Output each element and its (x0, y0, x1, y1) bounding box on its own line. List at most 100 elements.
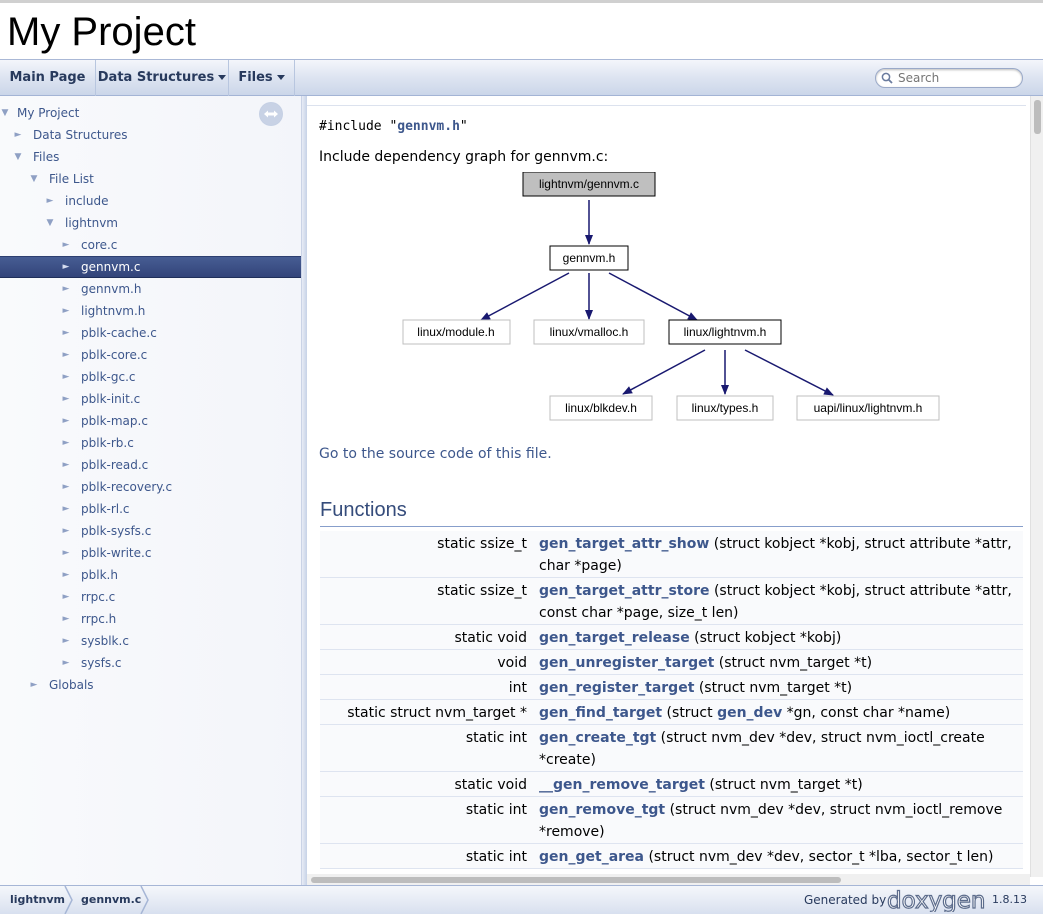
tree-item-label: pblk-init.c (81, 392, 141, 406)
tree-item-globals[interactable]: ►Globals (0, 674, 301, 696)
collapsed-arrow-icon[interactable]: ► (62, 306, 70, 316)
tree-item-sysblk-c[interactable]: ►sysblk.c (0, 630, 301, 652)
tree-item-pblk-rl-c[interactable]: ►pblk-rl.c (0, 498, 301, 520)
collapsed-arrow-icon[interactable]: ► (62, 284, 70, 294)
collapsed-arrow-icon[interactable]: ► (62, 240, 70, 250)
collapsed-arrow-icon[interactable]: ► (62, 504, 70, 514)
include-file-link[interactable]: gennvm.h (397, 119, 460, 134)
graph-node-label: gennvm.h (563, 251, 616, 265)
tree-item-file-list[interactable]: ▼File List (0, 168, 301, 190)
search-icon[interactable] (881, 72, 893, 84)
collapsed-arrow-icon[interactable]: ► (62, 328, 70, 338)
function-name-link[interactable]: gen_remove_tgt (539, 802, 666, 818)
caret-down-icon (276, 75, 285, 80)
tree-item-pblk-init-c[interactable]: ► pblk-init.c (0, 388, 301, 410)
collapsed-arrow-icon[interactable]: ► (62, 438, 70, 448)
function-name-link[interactable]: gen_target_release (539, 630, 690, 646)
collapsed-arrow-icon[interactable]: ► (62, 482, 70, 492)
tree-item-my-project[interactable]: ▼My Project (0, 102, 301, 124)
tree-item-pblk-cache-c[interactable]: ►pblk-cache.c (0, 322, 301, 344)
tree-item-pblk-write-c[interactable]: ►pblk-write.c (0, 542, 301, 564)
function-signature: __gen_remove_target (struct nvm_target *… (539, 774, 1019, 796)
collapsed-arrow-icon[interactable]: ► (62, 394, 70, 404)
tree-item-rrpc-c[interactable]: ►rrpc.c (0, 586, 301, 608)
tree-item-gennvm-h[interactable]: ►gennvm.h (0, 278, 301, 300)
collapsed-arrow-icon[interactable]: ► (62, 416, 70, 426)
function-return-type: void (497, 655, 527, 671)
tree-item-pblk-read-c[interactable]: ►pblk-read.c (0, 454, 301, 476)
function-args: (struct nvm_target *t) (704, 777, 863, 793)
collapsed-arrow-icon[interactable]: ► (62, 526, 70, 536)
graph-node-linux-lightnvm-h[interactable]: linux/lightnvm.h (668, 319, 782, 345)
tree-item-lightnvm[interactable]: ▼lightnvm (0, 212, 301, 234)
horizontal-scroll-thumb[interactable] (311, 877, 841, 883)
collapsed-arrow-icon[interactable]: ► (62, 372, 70, 382)
tree-item-rrpc-h[interactable]: ►rrpc.h (0, 608, 301, 630)
graph-node-gennvm-h[interactable]: gennvm.h (549, 245, 629, 271)
graph-node-label: linux/blkdev.h (565, 401, 637, 415)
vertical-scrollbar[interactable] (1030, 96, 1043, 877)
function-name-link[interactable]: gen_unregister_target (539, 655, 715, 671)
tree-item-pblk-h[interactable]: ►pblk.h (0, 564, 301, 586)
breadcrumb-lightnvm[interactable]: lightnvm (10, 893, 65, 906)
collapsed-arrow-icon[interactable]: ► (62, 636, 70, 646)
tree-item-sysfs-c[interactable]: ►sysfs.c (0, 652, 301, 674)
collapsed-arrow-icon[interactable]: ► (30, 680, 38, 690)
doxygen-logo[interactable]: doxygen (885, 888, 989, 912)
generated-by-text: Generated by (804, 893, 887, 907)
function-name-link[interactable]: gen_register_target (539, 680, 695, 696)
tree-item-pblk-core-c[interactable]: ►pblk-core.c (0, 344, 301, 366)
collapsed-arrow-icon[interactable]: ► (62, 658, 70, 668)
sync-icon[interactable] (259, 102, 283, 126)
collapsed-arrow-icon[interactable]: ► (14, 130, 22, 140)
expanded-arrow-icon[interactable]: ▼ (14, 152, 22, 162)
tree-item-pblk-rb-c[interactable]: ►pblk-rb.c (0, 432, 301, 454)
vertical-scroll-thumb[interactable] (1034, 100, 1041, 134)
collapsed-arrow-icon[interactable]: ► (62, 262, 70, 272)
collapsed-arrow-icon[interactable]: ► (62, 460, 70, 470)
collapsed-arrow-icon[interactable]: ► (62, 614, 70, 624)
horizontal-scrollbar[interactable] (307, 874, 1030, 885)
tree-item-label: core.c (81, 238, 118, 252)
tab-files[interactable]: Files (229, 60, 295, 96)
function-name-link[interactable]: gen_target_attr_show (539, 536, 710, 552)
tab-data-structures[interactable]: Data Structures (96, 60, 229, 96)
function-name-link[interactable]: gen_target_attr_store (539, 583, 710, 599)
tree-item-pblk-recovery-c[interactable]: ► pblk-recovery.c (0, 476, 301, 498)
tree-item-pblk-sysfs-c[interactable]: ►pblk-sysfs.c (0, 520, 301, 542)
footer-bar: lightnvm gennvm.c Generated by doxygen 1… (0, 885, 1043, 914)
graph-edge (744, 349, 834, 396)
expanded-arrow-icon[interactable]: ▼ (1, 108, 9, 118)
function-name-link[interactable]: __gen_remove_target (539, 777, 705, 793)
collapsed-arrow-icon[interactable]: ► (62, 548, 70, 558)
expanded-arrow-icon[interactable]: ▼ (30, 174, 38, 184)
search-input[interactable] (898, 70, 1016, 86)
collapsed-arrow-icon[interactable]: ► (62, 570, 70, 580)
tree-item-pblk-gc-c[interactable]: ►pblk-gc.c (0, 366, 301, 388)
expanded-arrow-icon[interactable]: ▼ (46, 218, 54, 228)
tree-item-label: pblk-recovery.c (81, 480, 173, 494)
function-args: (struct nvm_dev *dev, struct nvm_ioctl_r… (539, 802, 1003, 840)
tab-main-page[interactable]: Main Page (0, 60, 96, 96)
tree-item-include[interactable]: ►include (0, 190, 301, 212)
sidebar-splitter[interactable] (301, 96, 307, 885)
tree-item-lightnvm-h[interactable]: ►lightnvm.h (0, 300, 301, 322)
tree-item-core-c[interactable]: ► core.c (0, 234, 301, 256)
collapsed-arrow-icon[interactable]: ► (46, 196, 54, 206)
collapsed-arrow-icon[interactable]: ► (62, 592, 70, 602)
breadcrumb-gennvm-c[interactable]: gennvm.c (81, 893, 142, 906)
tree-item-gennvm-c[interactable]: ►gennvm.c (0, 256, 301, 278)
type-link[interactable]: gen_dev (717, 705, 783, 721)
source-code-link[interactable]: Go to the source code of this file. (319, 446, 552, 462)
function-args: (struct nvm_dev *dev, struct nvm_ioctl_c… (539, 730, 985, 768)
function-name-link[interactable]: gen_create_tgt (539, 730, 657, 746)
function-signature: gen_create_tgt (struct nvm_dev *dev, str… (539, 727, 1019, 771)
functions-heading: Functions (320, 499, 407, 521)
function-name-link[interactable]: gen_get_area (539, 849, 644, 865)
tree-item-data-structures[interactable]: ►Data Structures (0, 124, 301, 146)
function-name-link[interactable]: gen_find_target (539, 705, 663, 721)
tree-item-pblk-map-c[interactable]: ►pblk-map.c (0, 410, 301, 432)
collapsed-arrow-icon[interactable]: ► (62, 350, 70, 360)
search-box[interactable] (875, 68, 1023, 88)
tree-item-files[interactable]: ▼Files (0, 146, 301, 168)
